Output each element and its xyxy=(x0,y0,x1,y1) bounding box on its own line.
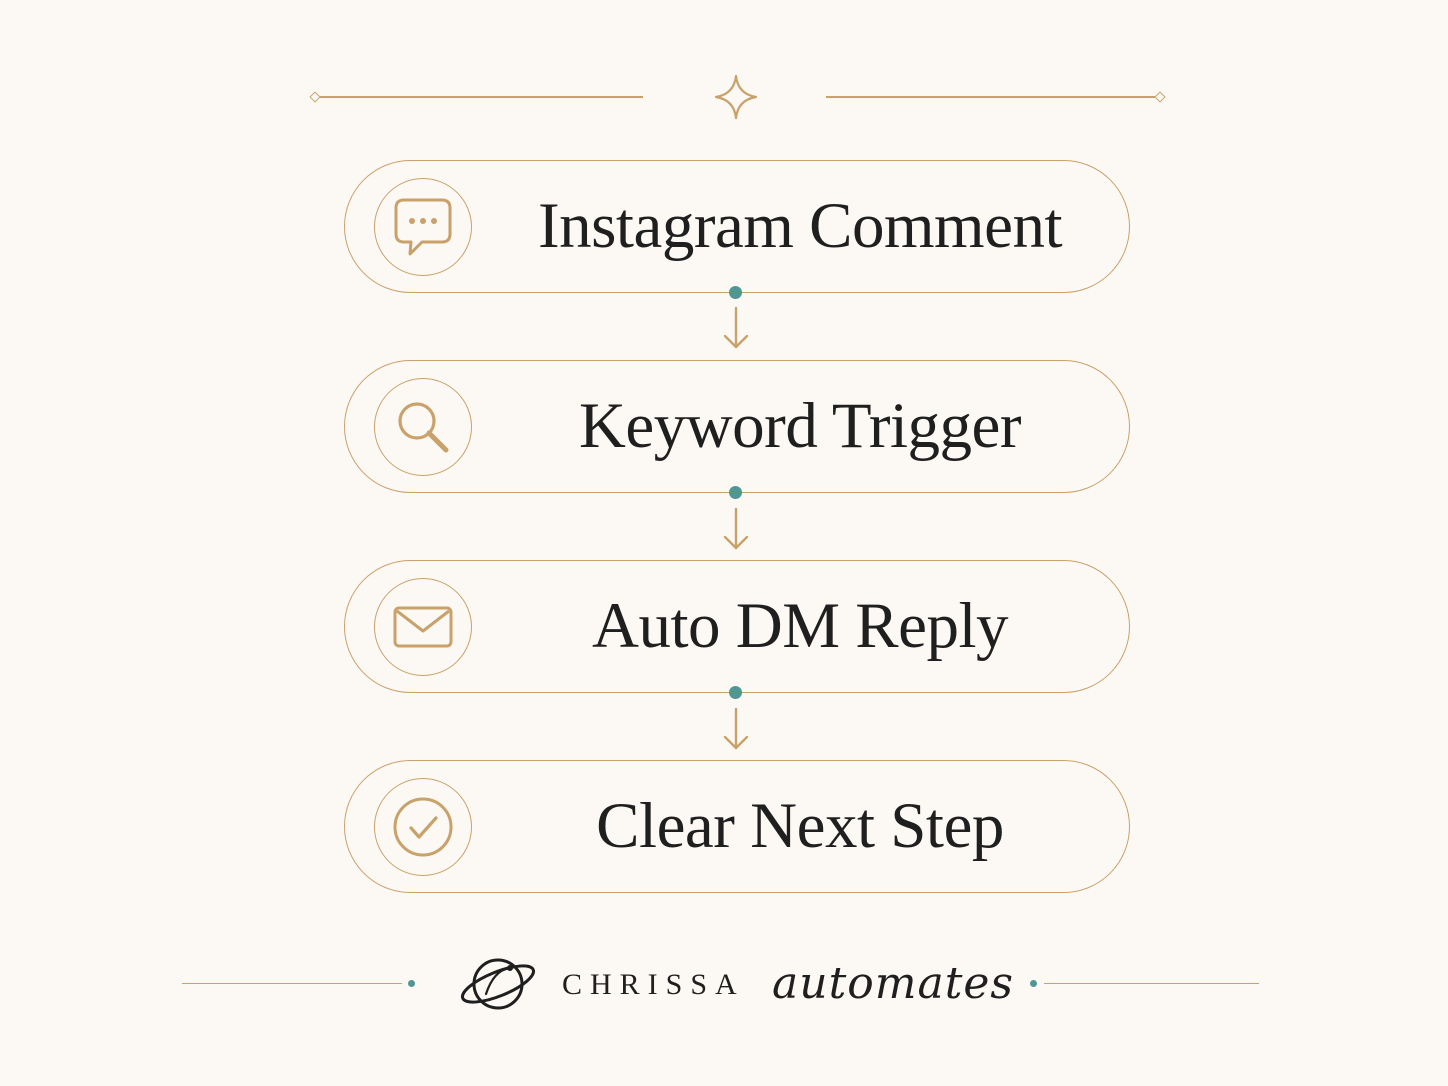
footer-divider-right xyxy=(1044,983,1259,985)
step-icon-circle xyxy=(374,778,472,876)
top-left-diamond xyxy=(309,91,321,103)
arrow-down-icon xyxy=(723,306,749,349)
arrow-down-icon xyxy=(723,507,749,550)
comment-bubble-icon xyxy=(394,198,452,256)
top-right-diamond xyxy=(1154,91,1166,103)
step-icon-circle xyxy=(374,578,472,676)
step-label: Instagram Comment xyxy=(537,190,1063,262)
magnifier-icon xyxy=(398,402,449,453)
brand-script: automates xyxy=(772,958,1014,1009)
footer-dot-right xyxy=(1030,980,1037,987)
connector-dot xyxy=(729,486,742,499)
step-label: Clear Next Step xyxy=(596,790,1004,862)
sparkle-star-icon xyxy=(714,74,758,120)
top-divider-left xyxy=(318,96,643,98)
connector-dot xyxy=(729,286,742,299)
planet-logo-icon xyxy=(460,958,536,1010)
checkmark-circle-icon xyxy=(393,797,453,857)
step-clear-next-step: Clear Next Step xyxy=(344,760,1130,893)
step-label: Keyword Trigger xyxy=(578,390,1022,462)
step-icon-circle xyxy=(374,178,472,276)
connector-dot xyxy=(729,686,742,699)
brand-name: CHRISSA xyxy=(562,968,745,1001)
envelope-icon xyxy=(393,606,453,648)
footer-divider-left xyxy=(182,983,402,985)
top-divider-right xyxy=(826,96,1158,98)
arrow-down-icon xyxy=(723,707,749,750)
step-icon-circle xyxy=(374,378,472,476)
step-auto-dm-reply: Auto DM Reply xyxy=(344,560,1130,693)
footer-dot-left xyxy=(408,980,415,987)
step-label: Auto DM Reply xyxy=(592,590,1009,662)
step-keyword-trigger: Keyword Trigger xyxy=(344,360,1130,493)
step-instagram-comment: Instagram Comment xyxy=(344,160,1130,293)
